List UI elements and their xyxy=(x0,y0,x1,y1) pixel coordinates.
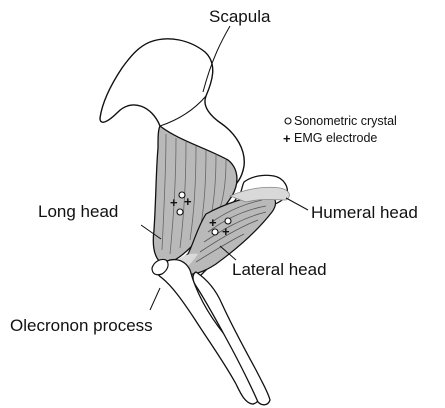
electrode-marker: + xyxy=(222,224,230,239)
leader-humeral-head xyxy=(286,198,308,210)
label-humeral-head: Humeral head xyxy=(311,203,418,222)
electrode-marker: + xyxy=(209,215,217,230)
electrode-marker: + xyxy=(170,195,178,210)
label-lateral-head: Lateral head xyxy=(232,260,327,279)
legend-crystal-symbol xyxy=(285,118,291,124)
forearm-bones xyxy=(152,259,270,404)
label-olecranon: Olecronon process xyxy=(10,316,153,335)
label-scapula: Scapula xyxy=(209,7,271,26)
crystal-marker xyxy=(177,209,183,215)
label-long-head: Long head xyxy=(38,202,118,221)
legend-electrode-label: EMG electrode xyxy=(294,131,377,145)
electrode-marker: + xyxy=(184,194,192,209)
leader-olecranon xyxy=(150,288,160,310)
legend-crystal-label: Sonometric crystal xyxy=(294,114,397,128)
legend: Sonometric crystal + EMG electrode xyxy=(283,114,397,146)
legend-electrode-symbol: + xyxy=(283,131,291,146)
